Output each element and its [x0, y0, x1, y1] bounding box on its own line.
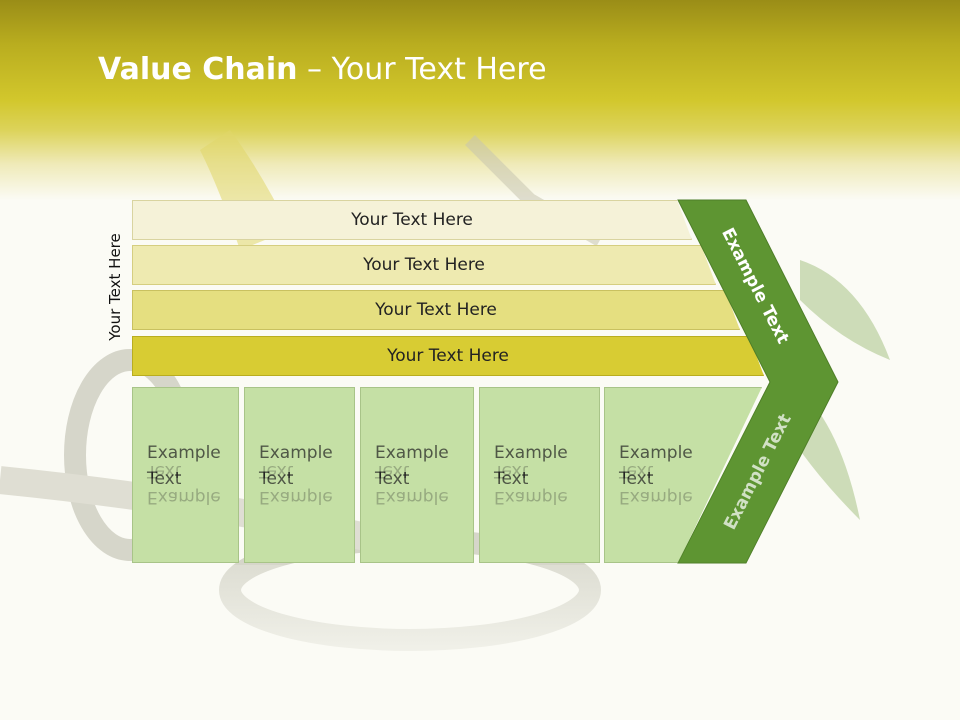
box-text-line: Example	[494, 440, 599, 466]
box-text-line: Text	[494, 466, 599, 492]
box-text-line: Text	[147, 466, 238, 492]
box-text-line: Example	[619, 440, 761, 466]
value-bar-3: Your Text Here	[132, 290, 740, 330]
activity-box-2: Example Text	[244, 387, 355, 563]
box-text-line: Example	[375, 440, 473, 466]
box-text-line: Example	[259, 440, 354, 466]
value-bar-label: Your Text Here	[363, 255, 485, 275]
reflection-fade	[0, 565, 960, 720]
slide-title: Value Chain – Your Text Here	[98, 52, 547, 87]
box-text-line: Text	[375, 466, 473, 492]
activity-box-4: Example Text	[479, 387, 600, 563]
value-bar-1: Your Text Here	[132, 200, 692, 240]
reflection: Example Text Example Text Example Text E…	[0, 406, 960, 563]
header-band	[0, 0, 960, 200]
box-text-line: Text	[619, 466, 761, 492]
value-bar-label: Your Text Here	[387, 346, 509, 366]
value-bar-4: Your Text Here	[132, 336, 764, 376]
value-bar-label: Your Text Here	[375, 300, 497, 320]
activity-box-3: Example Text	[360, 387, 474, 563]
box-text-line: Text	[259, 466, 354, 492]
value-bar-label: Your Text Here	[351, 210, 473, 230]
activity-box-1: Example Text	[132, 387, 239, 563]
box-text-line: Example	[147, 440, 238, 466]
reflection-chevron	[678, 406, 838, 563]
value-bar-2: Your Text Here	[132, 245, 716, 285]
